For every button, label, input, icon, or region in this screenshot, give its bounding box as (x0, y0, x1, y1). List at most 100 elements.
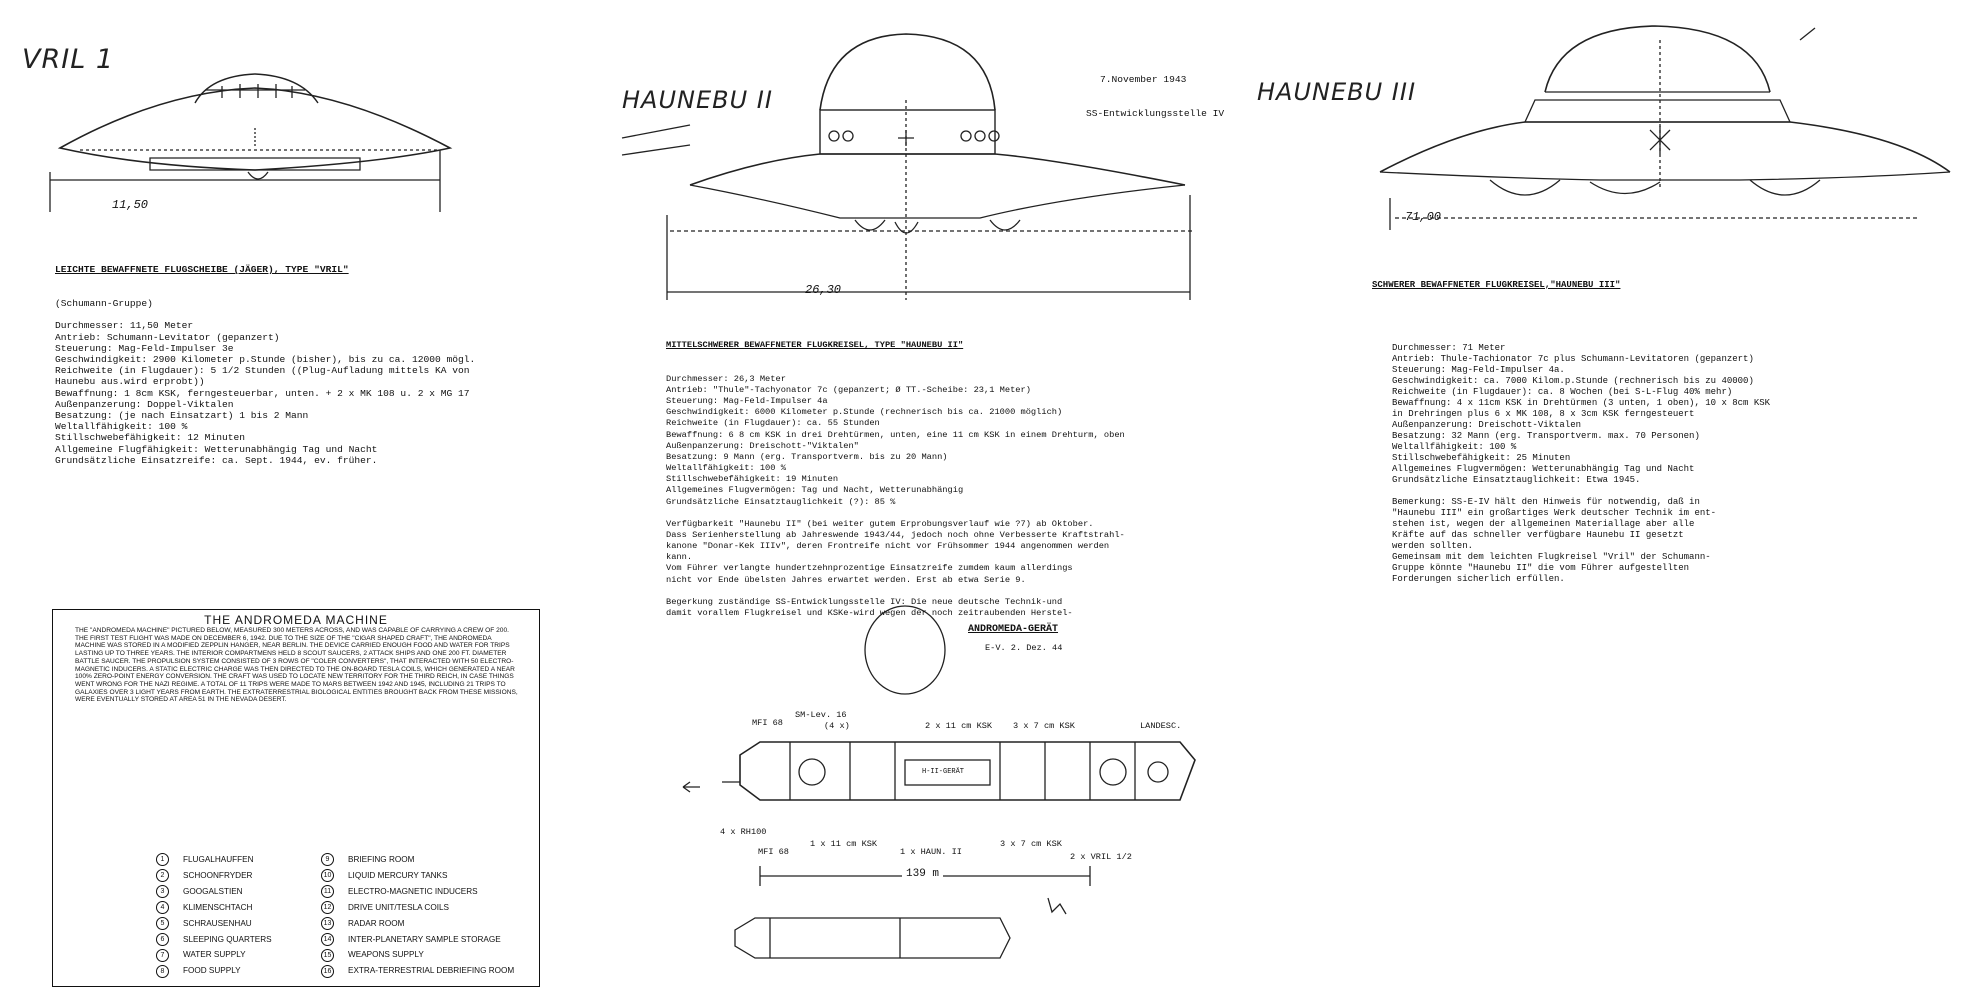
legend-item: 4 KLIMENSCHTACH (156, 900, 272, 916)
spec-line: Besatzung: 32 Mann (erg. Transportverm. … (1392, 431, 1700, 441)
haunebu2-spec-heading: MITTELSCHWERER BEWAFFNETER FLUGKREISEL, … (666, 340, 964, 351)
legend-number: 7 (156, 948, 169, 962)
legend-number: 3 (156, 885, 169, 899)
spec-line (1392, 486, 1770, 497)
spec-line: Durchmesser: 11,50 Meter (55, 320, 194, 332)
spec-line: werden sollten. (1392, 541, 1474, 551)
legend-item: 1 FLUGALHAUFFEN (156, 852, 272, 868)
vril-spec-lines: (Schumann-Gruppe) Durchmesser: 11,50 Met… (55, 298, 475, 466)
vril-spec-heading: LEICHTE BEWAFFNETE FLUGSCHEIBE (JÄGER), … (55, 264, 349, 276)
spec-line: Außenpanzerung: Dreischott-"Viktalen" (666, 440, 859, 451)
legend-number: 1 (156, 853, 169, 867)
legend-item: 7 WATER SUPPLY (156, 947, 272, 963)
label-landesc: LANDESC. (1140, 721, 1182, 731)
legend-item: 14 INTER-PLANETARY SAMPLE STORAGE (321, 932, 514, 948)
andromeda-machine-title: THE ANDROMEDA MACHINE (204, 613, 388, 627)
legend-label: FLUGALHAUFFEN (183, 855, 254, 864)
spec-line: Stillschwebefähigkeit: 12 Minuten (55, 432, 245, 444)
andromeda-geraet-title: ANDROMEDA-GERÄT (968, 624, 1059, 635)
haunebu2-date-line: 7.November 1943 (1100, 74, 1187, 86)
vril-saucer-drawing (49, 73, 453, 212)
label-haun: 1 x HAUN. II (900, 847, 962, 857)
legend-label: GOOGALSTIEN (183, 886, 243, 896)
haunebu3-title: HAUNEBU III (1257, 78, 1417, 106)
spec-line: Weltallfähigkeit: 100 % (666, 463, 786, 474)
legend-number: 5 (156, 916, 169, 930)
spec-line: Geschwindigkeit: 2900 Kilometer p.Stunde… (55, 354, 476, 366)
spec-line: Durchmesser: 71 Meter (1392, 343, 1506, 353)
spec-line: Begerkung zuständige SS-Entwicklungsstel… (666, 596, 1063, 607)
legend-label: INTER-PLANETARY SAMPLE STORAGE (348, 934, 501, 944)
spec-line: Vom Führer verlangte hundertzehnprozenti… (666, 563, 1073, 574)
vril-title: VRIL 1 (22, 44, 114, 75)
spec-line: Grundsätzliche Einsatztauglichkeit: Etwa… (1392, 475, 1641, 485)
spec-line: Besatzung: (je nach Einsatzart) 1 bis 2 … (55, 410, 309, 422)
spec-line: Reichweite (in Flugdauer): 5 1/2 Stunden… (55, 365, 470, 377)
spec-line: Geschwindigkeit: ca. 7000 Kilom.p.Stunde… (1392, 376, 1754, 386)
andromeda-machine-panel: THE ANDROMEDA MACHINE THE "ANDROMEDA MAC… (52, 609, 540, 987)
spec-line: kann. (666, 552, 693, 563)
spec-line (666, 508, 1125, 519)
haunebu2-title: HAUNEBU II (622, 86, 773, 114)
legend-number: 8 (156, 964, 169, 978)
legend-number: 13 (321, 916, 334, 930)
spec-line: Weltallfähigkeit: 100 % (1392, 442, 1517, 452)
legend-label: DRIVE UNIT/TESLA COILS (348, 902, 450, 912)
legend-label: WEAPONS SUPPLY (348, 950, 424, 960)
andromeda-machine-description: THE "ANDROMEDA MACHINE" PICTURED BELOW, … (75, 627, 518, 704)
spec-line: Reichweite (in Flugdauer): ca. 8 Wochen … (1392, 387, 1733, 397)
spec-line: Stillschwebefähigkeit: 25 Minuten (1392, 453, 1571, 463)
spec-line: (Schumann-Gruppe) (55, 298, 153, 310)
haunebu3-spec-block: SCHWERER BEWAFFNETER FLUGKREISEL,"HAUNEB… (1372, 258, 1770, 596)
label-rh100: 4 x RH100 (720, 827, 767, 837)
legend-number: 6 (156, 932, 169, 946)
spec-line: Steuerung: Mag-Feld-Impulser 3e (55, 342, 234, 354)
label-ksk-7-top: 3 x 7 cm KSK (1013, 721, 1075, 731)
spec-line: Weltallfähigkeit: 100 % (55, 421, 188, 433)
haunebu2-spec-block: MITTELSCHWERER BEWAFFNETER FLUGKREISEL, … (666, 318, 1125, 630)
spec-line: damit vorallem Flugkreisel und KSKe-wird… (666, 608, 1073, 619)
andromeda-legend-left: 1 FLUGALHAUFFEN 2 SCHOONFRYDER 3 GOOGALSTIEN 4… (156, 852, 272, 979)
legend-label: SCHOONFRYDER (183, 870, 253, 880)
legend-item: 6 SLEEPING QUARTERS (156, 932, 272, 948)
spec-line: Besatzung: 9 Mann (erg. Transportverm. b… (666, 451, 948, 462)
spec-line: Bewaffnung: 4 x 11cm KSK in Drehtürmen (… (1392, 398, 1771, 408)
haunebu3-spec-heading: SCHWERER BEWAFFNETER FLUGKREISEL,"HAUNEB… (1372, 280, 1621, 290)
legend-label: SLEEPING QUARTERS (183, 934, 272, 944)
legend-number: 14 (321, 932, 334, 946)
spec-line: Außenpanzerung: Dreischott-Viktalen (1392, 420, 1582, 430)
legend-number: 16 (321, 964, 334, 978)
label-ksk-7-bottom: 3 x 7 cm KSK (1000, 839, 1062, 849)
spec-line: Reichweite (in Flugdauer): ca. 55 Stunde… (666, 418, 880, 429)
legend-label: FOOD SUPPLY (183, 966, 241, 976)
legend-item: 12 DRIVE UNIT/TESLA COILS (321, 900, 514, 916)
spec-line: Kräfte auf das schneller verfügbare Haun… (1392, 530, 1684, 540)
legend-item: 2 SCHOONFRYDER (156, 868, 272, 884)
vril-spec-block: LEICHTE BEWAFFNETE FLUGSCHEIBE (JÄGER), … (55, 242, 475, 477)
spec-line: Gruppe könnte "Haunebu II" die vom Führe… (1392, 563, 1690, 573)
legend-label: KLIMENSCHTACH (183, 902, 253, 912)
spec-line: Steuerung: Mag-Feld-Impulser 4a. (1392, 365, 1565, 375)
legend-number: 2 (156, 869, 169, 883)
label-length: 139 m (902, 868, 944, 880)
legend-number: 4 (156, 901, 169, 915)
legend-label: BRIEFING ROOM (348, 855, 415, 864)
legend-label: WATER SUPPLY (183, 950, 246, 960)
legend-label: LIQUID MERCURY TANKS (348, 870, 448, 880)
spec-line: Bewaffnung: 6 8 cm KSK in drei Drehtürme… (666, 429, 1125, 440)
spec-line: Außenpanzerung: Doppel-Viktalen (55, 398, 234, 410)
legend-label: EXTRA-TERRESTRIAL DEBRIEFING ROOM (348, 966, 515, 976)
spec-line: Forderungen sicherlich erfüllen. (1392, 574, 1565, 584)
legend-number: 12 (321, 901, 334, 915)
label-mfi-bottom: MFI 68 (758, 847, 789, 857)
spec-line: Bemerkung: SS-E-IV hält den Hinweis für … (1392, 497, 1700, 507)
spec-line: Durchmesser: 26,3 Meter (666, 373, 786, 384)
legend-label: RADAR ROOM (348, 918, 405, 928)
